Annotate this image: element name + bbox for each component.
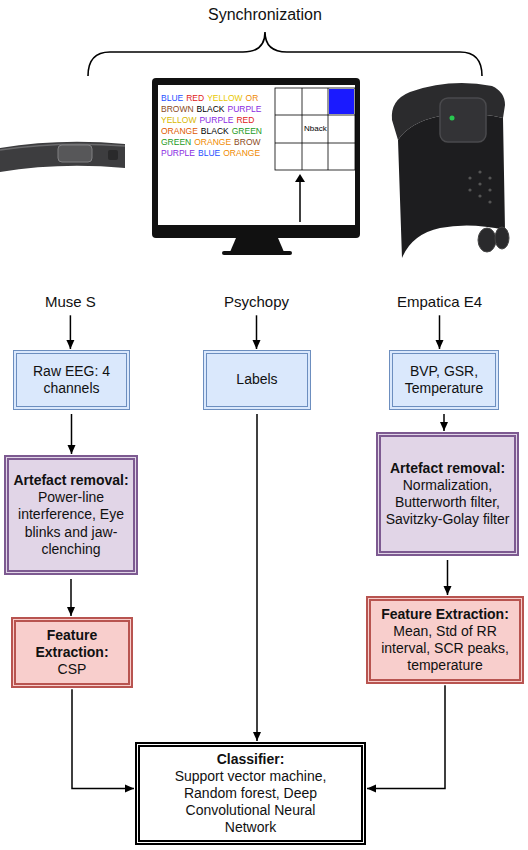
flow-arrow xyxy=(72,689,134,788)
stroop-row: YELLOWPURPLERED xyxy=(161,116,254,125)
stroop-word: PURPLE xyxy=(199,116,233,125)
box-text: Normalization, Butterworth filter, Savit… xyxy=(385,477,510,528)
feature-box: Feature Extraction:Mean, Std of RR inter… xyxy=(366,596,524,684)
flow-arrow xyxy=(71,414,73,454)
stroop-word: RED xyxy=(236,116,254,125)
monitor xyxy=(152,78,360,255)
flow-arrow xyxy=(70,579,72,616)
stroop-word: OR xyxy=(246,94,259,103)
stroop-word: GREEN xyxy=(161,138,191,147)
flow-arrow xyxy=(439,315,441,349)
stroop-word: YELLOW xyxy=(207,94,242,103)
flow-arrow xyxy=(447,560,449,595)
process-box: Artefact removal:Power-line interference… xyxy=(4,455,138,575)
stroop-row: ORANGEBLACKGREEN xyxy=(161,127,262,136)
data-box: Raw EEG: 4 channels xyxy=(13,350,130,410)
stroop-word: PURPLE xyxy=(161,149,195,158)
stroop-word: PURPLE xyxy=(227,105,261,114)
data-box: Labels xyxy=(203,350,311,410)
stroop-word: ORANGE xyxy=(161,127,198,136)
feature-box: Feature Extraction:CSP xyxy=(11,617,133,688)
box-text: Muse S xyxy=(45,293,96,311)
stroop-word: BLUE xyxy=(198,149,220,158)
empatica-wristband xyxy=(392,83,509,258)
box-text: Psychopy xyxy=(224,293,289,311)
box-text: Empatica E4 xyxy=(397,293,482,311)
box-heading: Artefact removal: xyxy=(13,472,128,489)
device-label: Empatica E4 xyxy=(395,293,484,311)
stroop-row: GREENORANGEBROW xyxy=(161,138,261,147)
box-heading: Artefact removal: xyxy=(390,460,505,477)
flow-arrow xyxy=(367,685,445,788)
stroop-word: BROWN xyxy=(161,105,194,114)
box-heading: Classifier: xyxy=(217,751,285,768)
box-heading: Feature Extraction: xyxy=(20,627,124,661)
box-text: CSP xyxy=(58,661,87,678)
box-text: Support vector machine, Random forest, D… xyxy=(166,768,336,836)
sync-title: Synchronization xyxy=(208,6,322,24)
data-box: BVP, GSR, Temperature xyxy=(389,350,499,410)
flow-arrow xyxy=(256,315,258,349)
stroop-word: BLACK xyxy=(197,105,225,114)
box-text: Mean, Std of RR interval, SCR peaks, tem… xyxy=(375,623,515,674)
box-text: Power-line interference, Eye blinks and … xyxy=(13,489,129,557)
flow-arrow xyxy=(256,414,258,741)
stroop-row: BROWNBLACKPURPLE xyxy=(161,105,261,114)
box-text: BVP, GSR, Temperature xyxy=(399,363,489,397)
box-text: Labels xyxy=(236,371,277,388)
device-label: Psychopy xyxy=(222,293,291,311)
flow-arrow xyxy=(70,315,72,349)
stroop-word: YELLOW xyxy=(161,116,196,125)
device-label: Muse S xyxy=(43,293,98,311)
stroop-row: BLUEREDYELLOW OR xyxy=(161,94,258,103)
stroop-word: GREEN xyxy=(232,127,262,136)
stroop-word: BROW xyxy=(234,138,260,147)
stroop-word: BLUE xyxy=(161,94,183,103)
flow-arrow xyxy=(443,414,445,431)
muse-headband xyxy=(0,142,125,172)
stroop-word: BLACK xyxy=(201,127,229,136)
nback-label: Nback xyxy=(304,125,327,133)
sync-brace xyxy=(88,32,482,76)
stroop-word: ORANGE xyxy=(223,149,260,158)
box-text: Raw EEG: 4 channels xyxy=(23,363,120,397)
stroop-word: RED xyxy=(186,94,204,103)
stroop-row: PURPLEBLUEORANGE xyxy=(161,149,260,158)
box-heading: Feature Extraction: xyxy=(381,606,509,623)
stroop-word: ORANGE xyxy=(194,138,231,147)
classifier-box: Classifier:Support vector machine, Rando… xyxy=(135,742,366,845)
process-box: Artefact removal:Normalization, Butterwo… xyxy=(376,432,519,556)
